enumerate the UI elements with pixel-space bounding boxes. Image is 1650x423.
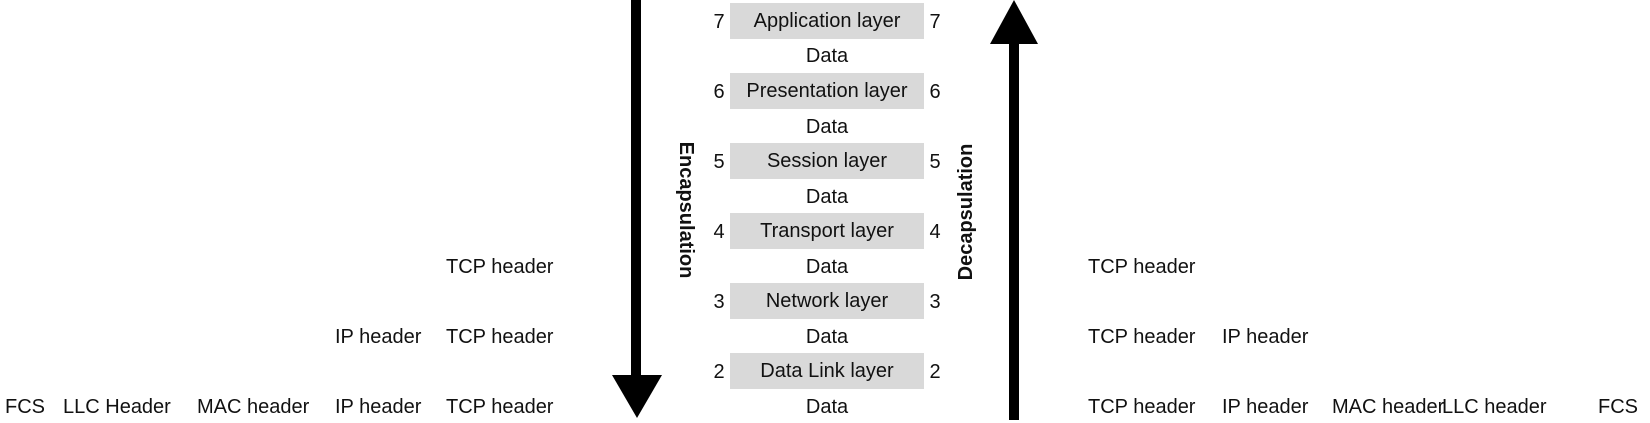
layer-number-right: 4	[929, 221, 941, 243]
layer-number-left: 5	[713, 151, 725, 173]
left-fcs: FCS	[5, 396, 45, 418]
layer-number-left: 7	[713, 11, 725, 33]
layer-application: Application layer	[730, 3, 924, 39]
layer-data-link: Data Link layer	[730, 353, 924, 389]
layer-label: Application layer	[753, 9, 901, 32]
data-label: Data	[805, 186, 849, 208]
right-ip-header: IP header	[1222, 396, 1309, 418]
encapsulation-label: Encapsulation	[675, 141, 697, 279]
left-tcp-header: TCP header	[446, 256, 554, 278]
layer-session: Session layer	[730, 143, 924, 179]
data-label: Data	[805, 326, 849, 348]
right-tcp-header: TCP header	[1088, 326, 1196, 348]
layer-label: Data Link layer	[760, 359, 894, 382]
right-llc-header: LLC header	[1442, 396, 1547, 418]
left-mac-header: MAC header	[197, 396, 310, 418]
left-ip-header: IP header	[335, 396, 422, 418]
data-label: Data	[805, 116, 849, 138]
layer-label: Presentation layer	[746, 79, 908, 102]
data-label: Data	[805, 45, 849, 67]
encapsulation-arrow	[612, 0, 662, 418]
left-tcp-header: TCP header	[446, 326, 554, 348]
decapsulation-arrow	[990, 0, 1038, 420]
layer-number-right: 3	[929, 291, 941, 313]
layer-network: Network layer	[730, 283, 924, 319]
left-llc-header: LLC Header	[63, 396, 171, 418]
layer-presentation: Presentation layer	[730, 73, 924, 109]
layer-label: Network layer	[765, 289, 889, 312]
layer-number-left: 4	[713, 221, 725, 243]
right-mac-header: MAC header	[1332, 396, 1445, 418]
layer-number-left: 2	[713, 361, 725, 383]
decapsulation-label: Decapsulation	[955, 143, 977, 281]
layer-number-left: 6	[713, 81, 725, 103]
layer-label: Transport layer	[760, 219, 894, 242]
right-tcp-header: TCP header	[1088, 256, 1196, 278]
right-fcs: FCS	[1598, 396, 1638, 418]
layer-number-right: 5	[929, 151, 941, 173]
right-tcp-header: TCP header	[1088, 396, 1196, 418]
layer-number-left: 3	[713, 291, 725, 313]
data-label: Data	[805, 256, 849, 278]
layer-transport: Transport layer	[730, 213, 924, 249]
layer-number-right: 7	[929, 11, 941, 33]
left-ip-header: IP header	[335, 326, 422, 348]
data-label: Data	[805, 396, 849, 418]
layer-number-right: 2	[929, 361, 941, 383]
right-ip-header: IP header	[1222, 326, 1309, 348]
layer-number-right: 6	[929, 81, 941, 103]
layer-label: Session layer	[766, 149, 888, 172]
left-tcp-header: TCP header	[446, 396, 554, 418]
